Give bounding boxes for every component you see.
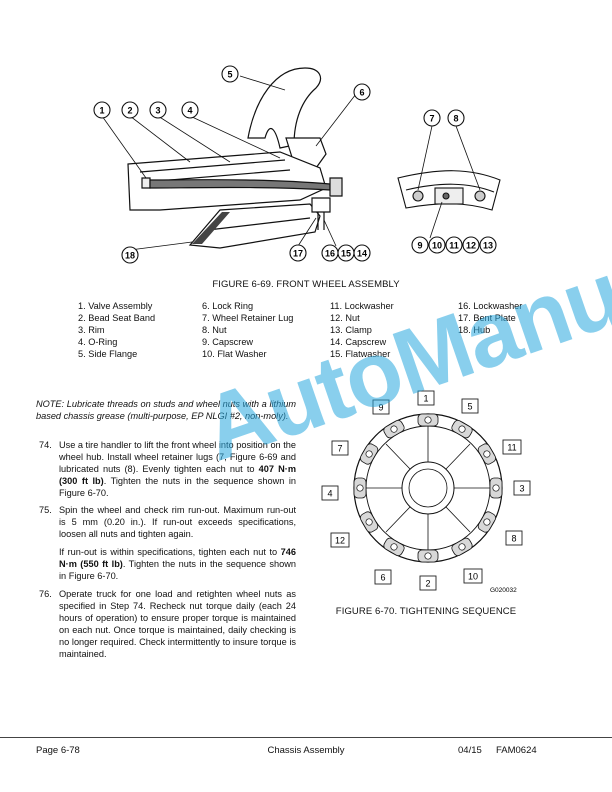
callout-5: 5 (227, 70, 232, 80)
seq-label-11: 11 (507, 443, 516, 453)
legend-item: 18. Hub (458, 325, 491, 335)
step-number: 74. (39, 440, 52, 450)
legend-column-1: 1. Valve Assembly 2. Bead Seat Band 3. R… (78, 300, 155, 360)
legend-item: 14. Capscrew (330, 337, 387, 347)
seq-label-1: 1 (423, 394, 428, 404)
wheel-lug (477, 443, 497, 465)
legend-item: 16. Lockwasher (458, 301, 523, 311)
legend-item: 11. Lockwasher (330, 301, 394, 311)
step-74: 74. Use a tire handler to lift the front… (39, 440, 297, 498)
figure-reference-code: G020032 (490, 587, 517, 594)
legend-item: 2. Bead Seat Band (78, 313, 156, 323)
callout-4: 4 (187, 106, 192, 116)
callout-1: 1 (99, 106, 104, 116)
legend-item: 4. O-Ring (78, 337, 118, 347)
wheel-lug (417, 413, 439, 427)
callout-group-left: 1 2 3 4 5 6 17 16 15 14 18 (93, 65, 371, 264)
wheel-lug (353, 477, 367, 499)
sequence-labels: 1 5 11 3 8 10 2 6 12 4 7 9 (321, 390, 531, 591)
legend-item: 17. Bent Plate (458, 313, 516, 323)
legend-item: 1. Valve Assembly (78, 301, 153, 311)
callout-8: 8 (453, 114, 458, 124)
seq-label-3: 3 (519, 484, 524, 494)
callout-6: 6 (359, 88, 364, 98)
step-75: 75. Spin the wheel and check rim run-out… (39, 505, 296, 539)
footer-document-code: FAM0624 (496, 745, 537, 756)
wheel-lug (383, 537, 405, 557)
wheel-lug (383, 419, 405, 439)
callout-group-right: 7 8 9 10 11 12 13 (411, 109, 497, 254)
legend-column-4: 16. Lockwasher 17. Bent Plate 18. Hub (458, 300, 522, 336)
callout-12: 12 (466, 241, 476, 251)
front-wheel-assembly-diagram: 1 2 3 4 5 6 17 16 15 14 18 7 8 (93, 65, 501, 264)
lug-ring (353, 413, 503, 563)
retainer-lug-detail (397, 125, 501, 239)
legend-item: 10. Flat Washer (202, 349, 267, 359)
legend-item: 5. Side Flange (78, 349, 138, 359)
figure-6-70-caption: FIGURE 6-70. TIGHTENING SEQUENCE (335, 606, 517, 617)
step-number: 76. (39, 589, 52, 599)
wheel-lug (451, 537, 473, 557)
seq-label-9: 9 (378, 403, 383, 413)
wheel-lug (451, 419, 473, 439)
legend-item: 3. Rim (78, 325, 105, 335)
wheel-lug (477, 511, 497, 533)
seq-label-7: 7 (337, 444, 342, 454)
legend-column-2: 6. Lock Ring 7. Wheel Retainer Lug 8. Nu… (202, 300, 293, 360)
legend-item: 15. Flatwasher (330, 349, 391, 359)
wheel-face (353, 413, 503, 563)
legend-item: 7. Wheel Retainer Lug (202, 313, 294, 323)
legend-item: 8. Nut (202, 325, 227, 335)
callout-14: 14 (357, 249, 367, 259)
seq-label-6: 6 (380, 573, 385, 583)
wheel-lug (417, 549, 439, 563)
legend-item: 6. Lock Ring (202, 301, 254, 311)
callout-7: 7 (429, 114, 434, 124)
lubrication-note: NOTE: Lubricate threads on studs and whe… (36, 399, 296, 421)
footer-section-title: Chassis Assembly (267, 745, 345, 756)
step-76: 76. Operate truck for one load and retig… (39, 589, 296, 659)
wheel-lug (359, 443, 379, 465)
seq-label-5: 5 (467, 402, 472, 412)
step-75-continued: If run-out is within specifications, tig… (59, 547, 296, 581)
wheel-lug (489, 477, 503, 499)
callout-2: 2 (127, 106, 132, 116)
callout-18: 18 (125, 251, 135, 261)
seq-label-8: 8 (511, 534, 516, 544)
callout-17: 17 (293, 249, 303, 259)
callout-3: 3 (155, 106, 160, 116)
seq-label-4: 4 (327, 489, 332, 499)
seq-label-10: 10 (468, 572, 478, 582)
legend-item: 9. Capscrew (202, 337, 254, 347)
legend-item: 13. Clamp (330, 325, 372, 335)
legend-column-3: 11. Lockwasher 12. Nut 13. Clamp 14. Cap… (330, 300, 394, 360)
seq-label-2: 2 (425, 579, 430, 589)
callout-9: 9 (417, 241, 422, 251)
callout-15: 15 (341, 249, 351, 259)
wheel-lug (359, 511, 379, 533)
footer-rule (0, 737, 612, 738)
figure-6-69-caption: FIGURE 6-69. FRONT WHEEL ASSEMBLY (212, 279, 400, 290)
callout-16: 16 (325, 249, 335, 259)
step-number: 75. (39, 505, 52, 515)
callout-11: 11 (449, 241, 459, 251)
callout-13: 13 (483, 241, 493, 251)
footer-date: 04/15 (458, 745, 482, 756)
seq-label-12: 12 (335, 536, 345, 546)
callout-10: 10 (432, 241, 442, 251)
legend-item: 12. Nut (330, 313, 360, 323)
footer-page-number: Page 6-78 (36, 745, 80, 756)
tightening-sequence-diagram: 1 5 11 3 8 10 2 6 12 4 7 9 G020032 (321, 390, 531, 594)
wheel-cross-section (127, 67, 343, 249)
